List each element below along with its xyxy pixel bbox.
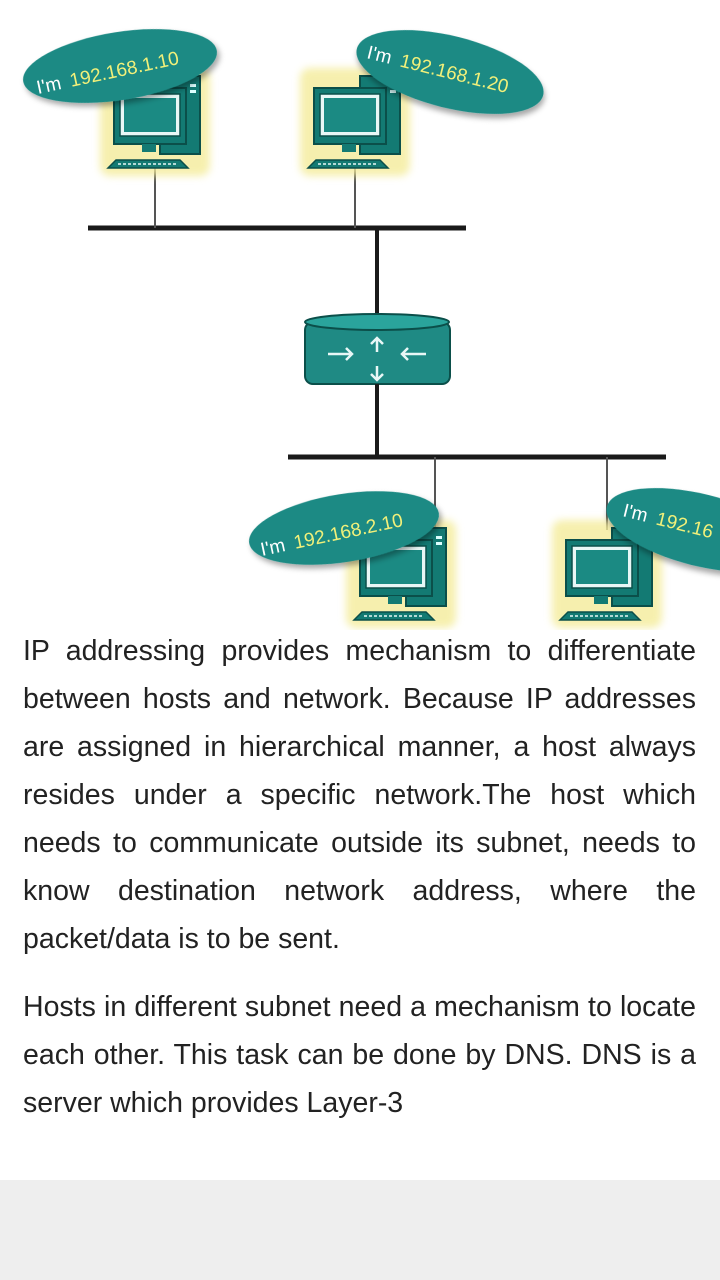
ip-bubble-host-1: I'm 192.168.1.10 bbox=[23, 29, 217, 103]
ip-bubble-host-4: I'm 192.16 bbox=[606, 488, 720, 572]
article-paragraph: IP addressing provides mechanism to diff… bbox=[23, 635, 696, 955]
article-body: IP addressing provides mechanism to diff… bbox=[23, 627, 696, 1147]
network-diagram: I'm 192.168.1.10 I'm 192.168.1.20 I'm 19… bbox=[0, 0, 720, 630]
bottom-gray-bar bbox=[0, 1180, 720, 1280]
ip-bubble-host-2: I'm 192.168.1.20 bbox=[356, 30, 544, 114]
ip-bubble-host-3: I'm 192.168.2.10 bbox=[249, 491, 439, 565]
router-icon bbox=[304, 313, 451, 385]
article-paragraph: Hosts in different subnet need a mechani… bbox=[23, 991, 696, 1119]
